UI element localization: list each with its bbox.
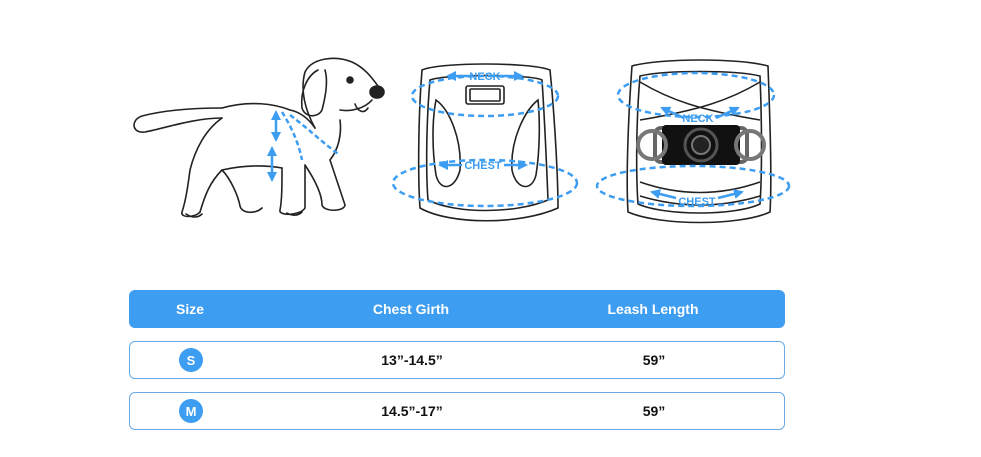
table-row: S 13”-14.5” 59”: [129, 341, 785, 379]
header-chest-girth: Chest Girth: [372, 301, 450, 317]
back-chest-label: CHEST: [678, 196, 716, 208]
dog-measure-lines: [267, 110, 341, 182]
harness-front-measures: [391, 71, 579, 208]
back-neck-label: NECK: [682, 113, 713, 125]
leash-length-value: 59”: [642, 352, 666, 368]
header-size: Size: [175, 301, 204, 317]
size-badge: M: [179, 399, 203, 423]
front-chest-label: CHEST: [464, 160, 502, 172]
size-table-header: Size Chest Girth Leash Length: [129, 290, 785, 328]
table-row: M 14.5”-17” 59”: [129, 392, 785, 430]
size-cell: S: [152, 342, 230, 378]
chest-girth-value: 13”-14.5”: [381, 352, 443, 368]
harness-front-illustration: [417, 63, 559, 222]
header-leash-length: Leash Length: [607, 301, 699, 317]
leash-length-value: 59”: [642, 403, 666, 419]
dog-illustration: [133, 57, 385, 218]
size-badge: S: [179, 348, 203, 372]
harness-back-illustration: [626, 59, 772, 224]
measurement-illustrations: NECK CHEST NECK CHEST: [133, 57, 791, 224]
chest-girth-value: 14.5”-17”: [381, 403, 443, 419]
harness-back-measures: [595, 71, 791, 208]
size-cell: M: [152, 393, 230, 429]
front-neck-label: NECK: [469, 71, 500, 83]
harness-back-buckle: [636, 125, 766, 165]
